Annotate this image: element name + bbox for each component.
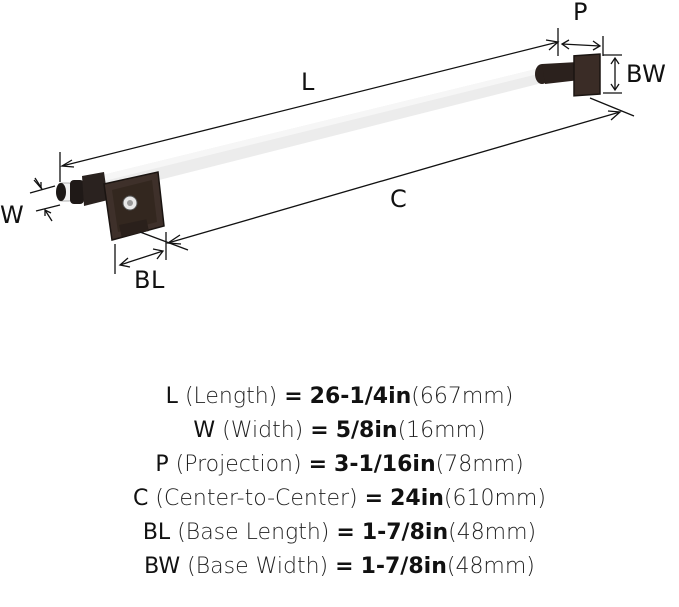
spec-code: W (193, 418, 216, 443)
spec-description: (Base Width) (187, 554, 329, 579)
spec-code: P (155, 452, 169, 477)
towel-bar-illustration (29, 28, 635, 274)
spec-value-imperial: 24in (390, 486, 444, 511)
spec-value-imperial: 3-1/16in (334, 452, 436, 477)
spec-value-imperial: 1-7/8in (361, 520, 449, 545)
spec-description: (Width) (222, 418, 304, 443)
spec-code: BW (144, 554, 181, 579)
spec-line-base-length: BL (Base Length) = 1-7/8in(48mm) (0, 516, 679, 550)
spec-line-width: W (Width) = 5/8in(16mm) (0, 414, 679, 448)
dimension-label-BL: BL (134, 266, 165, 294)
towel-bar-dimension-diagram: L C P BW W BL (0, 0, 679, 300)
spec-description: (Projection) (175, 452, 302, 477)
spec-equals: = (336, 520, 355, 545)
spec-value-metric: (610mm) (443, 486, 546, 511)
spec-description: (Base Length) (177, 520, 330, 545)
spec-line-length: L (Length) = 26-1/4in(667mm) (0, 380, 679, 414)
spec-value-imperial: 1-7/8in (360, 554, 447, 579)
spec-description: (Center-to-Center) (155, 486, 358, 511)
spec-equals: = (310, 418, 329, 443)
right-post-hardware (535, 53, 601, 97)
dimension-label-BW: BW (626, 60, 667, 88)
spec-line-center-to-center: C (Center-to-Center) = 24in(610mm) (0, 482, 679, 516)
dimension-label-W: W (0, 201, 25, 229)
dimension-label-C: C (390, 185, 408, 213)
spec-value-metric: (667mm) (411, 384, 514, 409)
spec-line-projection: P (Projection) = 3-1/16in(78mm) (0, 448, 679, 482)
spec-line-base-width: BW (Base Width) = 1-7/8in(48mm) (0, 550, 679, 584)
spec-value-metric: (16mm) (397, 418, 486, 443)
left-post-hardware (56, 171, 165, 241)
spec-code: BL (142, 520, 171, 545)
spec-code: L (165, 384, 178, 409)
spec-value-metric: (48mm) (446, 554, 535, 579)
spec-value-imperial: 5/8in (335, 418, 398, 443)
dimension-spec-list: L (Length) = 26-1/4in(667mm) W (Width) =… (0, 380, 679, 584)
spec-code: C (133, 486, 149, 511)
spec-equals: = (308, 452, 328, 477)
dimension-label-L: L (301, 68, 315, 96)
spec-value-metric: (48mm) (448, 520, 537, 545)
spec-equals: = (284, 384, 303, 409)
spec-equals: = (364, 486, 384, 511)
spec-equals: = (335, 554, 354, 579)
spec-value-imperial: 26-1/4in (309, 384, 412, 409)
spec-value-metric: (78mm) (435, 452, 524, 477)
spec-description: (Length) (184, 384, 278, 409)
dimension-label-P: P (573, 0, 588, 26)
